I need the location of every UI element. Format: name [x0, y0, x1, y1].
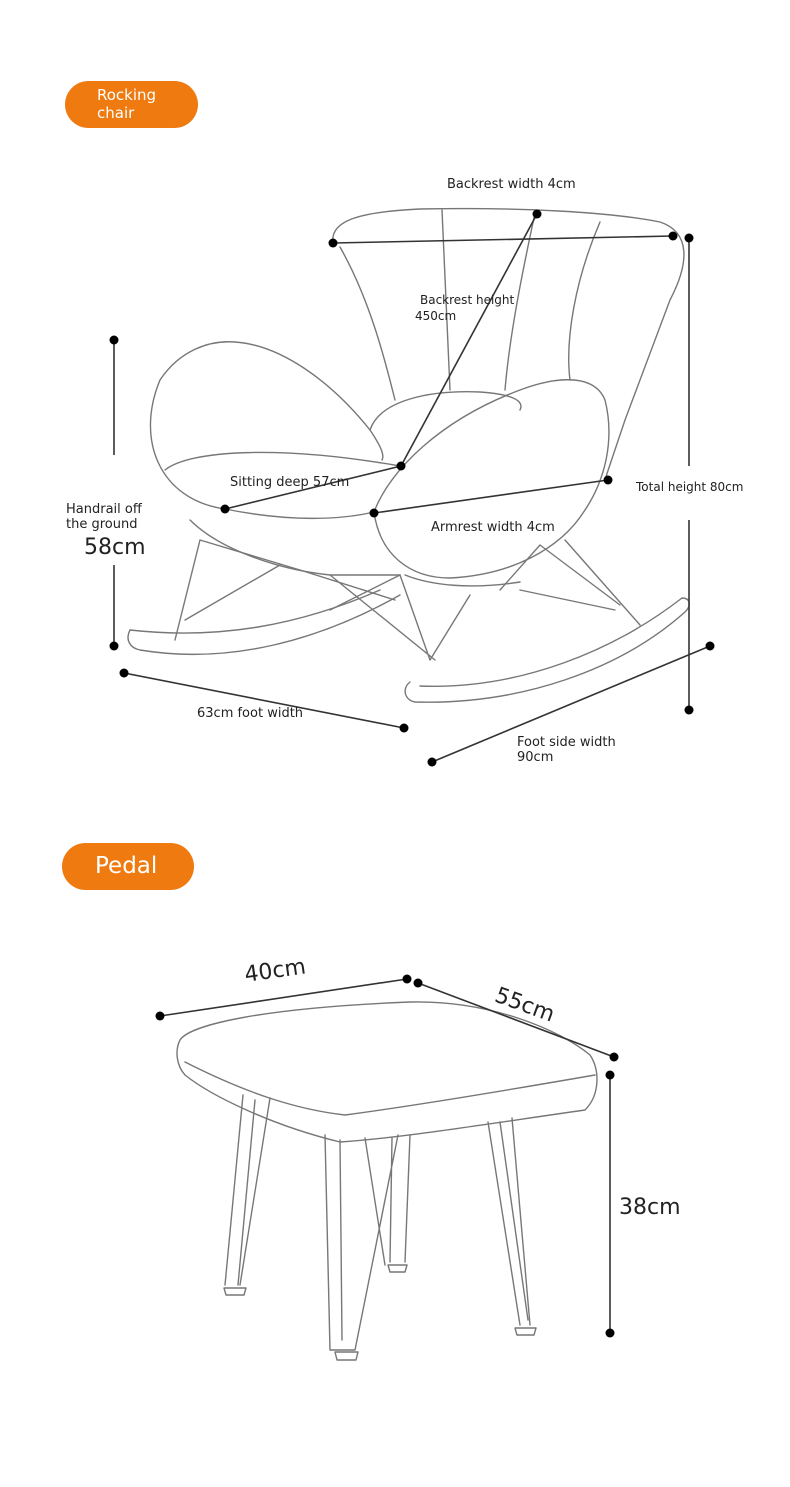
chair-left-rocker: [127, 589, 401, 656]
rocking-chair-title: Rocking chair: [97, 86, 157, 122]
pedal-cushion-seam: [184, 1061, 596, 1116]
dimension-dot: [427, 757, 437, 767]
chair-right-armrest: [373, 379, 610, 579]
chair-backrest-inner: [339, 209, 601, 401]
dimension-dot: [109, 641, 119, 651]
dimension-dot: [684, 705, 694, 715]
foot-width-line: [123, 672, 405, 729]
dimension-dot: [603, 475, 613, 485]
dimension-dot: [684, 233, 694, 243]
dimension-dot: [532, 209, 542, 219]
pedal-legs: [224, 1094, 531, 1351]
pedal-title: Pedal: [95, 853, 158, 879]
dimension-dot: [396, 461, 406, 471]
dimension-dot: [369, 508, 379, 518]
sitting-deep-label: Sitting deep 57cm: [230, 475, 350, 490]
pedal-depth-line: [417, 982, 615, 1058]
pedal-height-label: 38cm: [619, 1195, 681, 1220]
handrail-label: Handrail off the ground: [66, 502, 142, 532]
dimension-dot: [109, 335, 119, 345]
dimension-dot: [328, 238, 338, 248]
foot-side-width-line: [431, 645, 711, 763]
dimension-dot: [399, 723, 409, 733]
backrest-width-line: [332, 235, 674, 244]
dimension-dot: [220, 504, 230, 514]
foot-width-label: 63cm foot width: [197, 706, 304, 721]
backrest-height-line: [400, 213, 538, 467]
handrail-value: 58cm: [84, 535, 146, 560]
pedal-section-tab: Pedal: [62, 843, 194, 890]
chair-backrest-outline: [332, 207, 685, 481]
dimension-dot: [605, 1070, 615, 1080]
pedal-cushion: [176, 1001, 598, 1143]
dimension-dot: [402, 974, 412, 984]
armrest-width-line: [373, 479, 609, 514]
chair-frame: [174, 539, 641, 661]
pedal-width-line: [159, 978, 408, 1017]
foot-side-width-label: Foot side width 90cm: [517, 735, 616, 765]
rocking-chair-section-tab: Rocking chair: [65, 81, 198, 128]
chair-seat: [164, 391, 522, 520]
dimension-dot: [705, 641, 715, 651]
dimension-dot: [413, 978, 423, 988]
dimension-dot: [119, 668, 129, 678]
backrest-height-label: Backrest height: [420, 293, 515, 307]
armrest-width-label: Armrest width 4cm: [431, 520, 555, 535]
chair-right-rocker: [404, 597, 690, 703]
backrest-height-value: 450cm: [415, 309, 457, 323]
total-height-label: Total height 80cm: [636, 480, 744, 494]
sitting-deep-line: [224, 465, 402, 510]
pedal-feet: [223, 1264, 537, 1361]
dimension-dot: [605, 1328, 615, 1338]
dimension-dot: [668, 231, 678, 241]
dimension-dot: [609, 1052, 619, 1062]
dimension-dot: [155, 1011, 165, 1021]
backrest-width-label: Backrest width 4cm: [447, 177, 576, 192]
